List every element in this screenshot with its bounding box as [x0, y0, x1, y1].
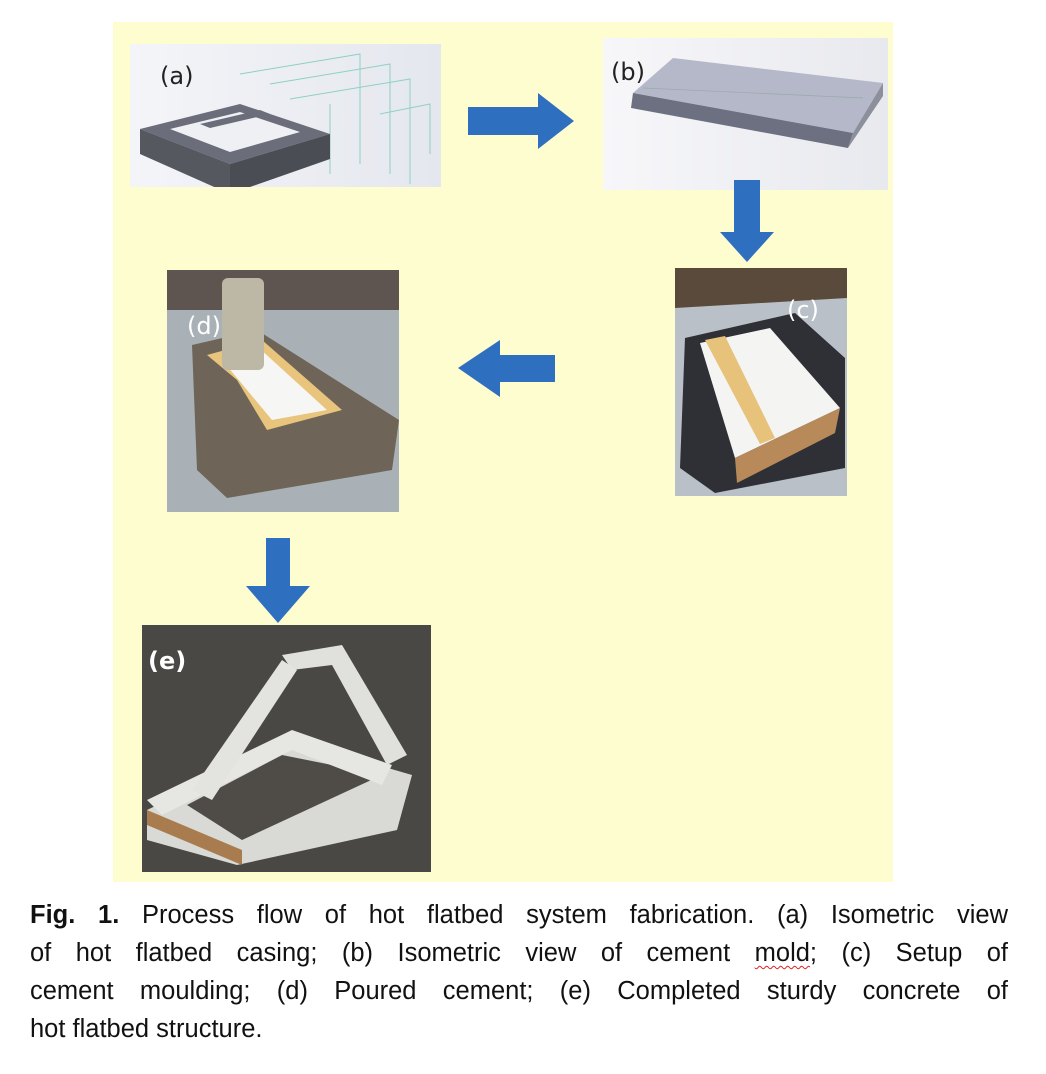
caption-text: of hot flatbed casing; (b) Isometric vie… — [30, 939, 731, 967]
figure-caption: Fig. 1. Process flow of hot flatbed syst… — [30, 896, 1008, 1048]
caption-text: ; (c) Setup of — [809, 939, 1008, 967]
process-flow-figure: (a) (b) (c) (d) — [113, 22, 893, 882]
panel-a-casing-cad: (a) — [130, 44, 441, 187]
panel-label: (a) — [160, 62, 194, 90]
arrow-right-icon — [468, 93, 574, 149]
panel-d-poured-cement-photo: (d) — [167, 270, 399, 512]
arrow-left-icon — [458, 340, 555, 397]
arrow-down-icon — [720, 180, 774, 262]
caption-line: of hot flatbed casing; (b) Isometric vie… — [30, 934, 1008, 972]
mold-cad-drawing — [631, 58, 883, 148]
caption-line: Fig. 1. Process flow of hot flatbed syst… — [30, 896, 1008, 934]
arrow-down-icon — [246, 538, 310, 623]
caption-text: Process flow of hot flatbed system fabri… — [119, 901, 1008, 929]
mould-setup-photo — [675, 268, 847, 496]
panel-label: (d) — [187, 312, 221, 340]
casing-cad-drawing — [140, 53, 431, 187]
caption-line: hot flatbed structure. — [30, 1015, 263, 1043]
figure-label: Fig. 1. — [30, 901, 120, 929]
panel-label: (c) — [787, 296, 819, 324]
panel-c-mould-setup-photo: (c) — [675, 268, 847, 496]
panel-label: (b) — [611, 58, 645, 86]
completed-concrete-photo — [147, 645, 412, 865]
caption-line: cement moulding; (d) Poured cement; (e) … — [30, 977, 1008, 1005]
poured-cement-photo — [167, 270, 399, 498]
panel-label: (e) — [148, 647, 187, 675]
spellcheck-flagged-word: mold — [754, 939, 810, 967]
panel-b-mold-cad: (b) — [603, 38, 888, 190]
panel-e-completed-concrete-photo: (e) — [142, 625, 431, 872]
